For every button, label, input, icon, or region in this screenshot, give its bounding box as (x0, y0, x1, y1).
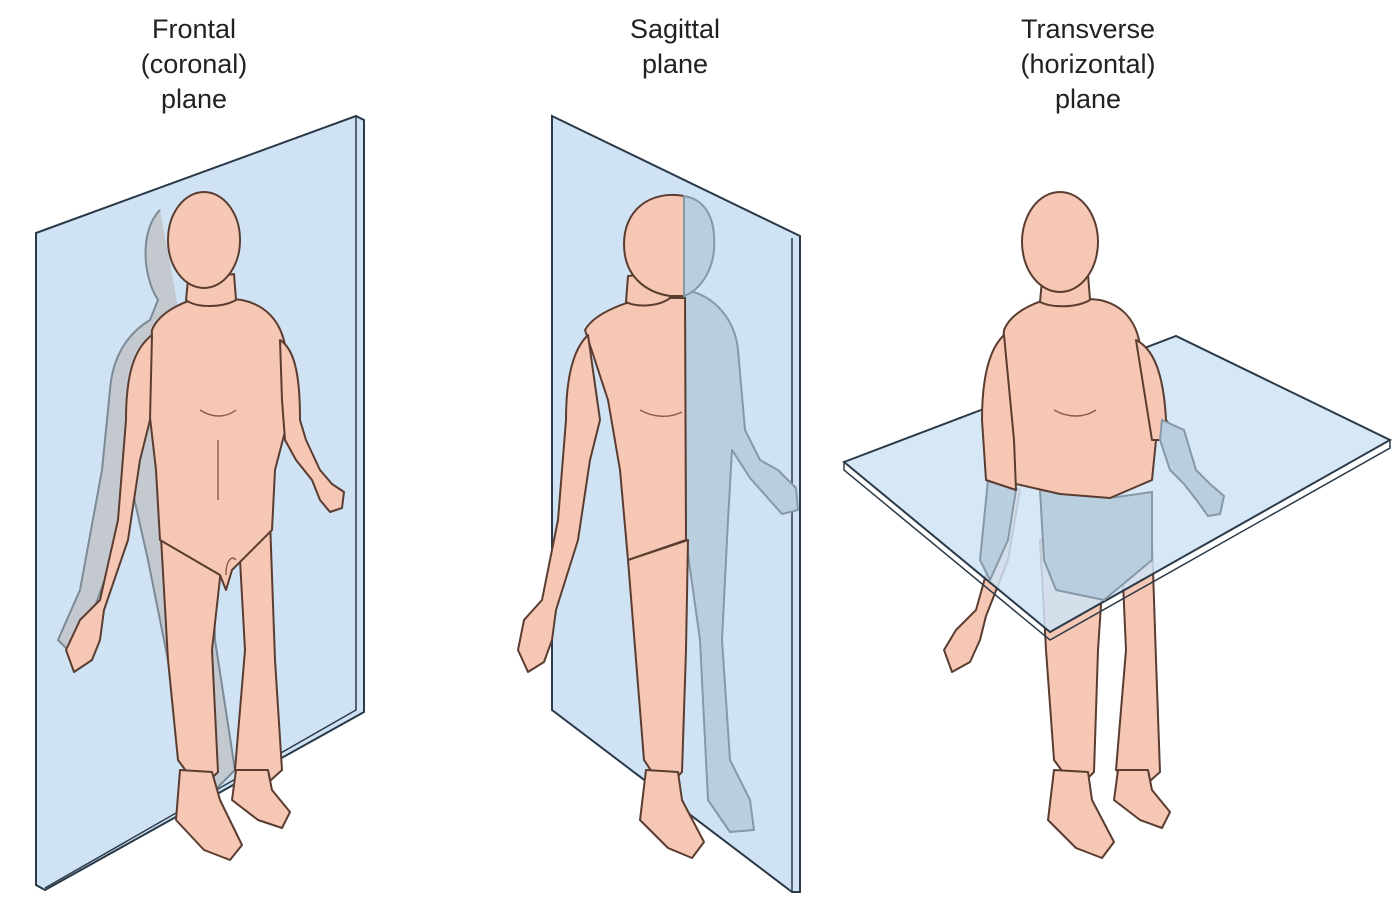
sagittal-ghost-half (684, 289, 799, 833)
sagittal-label-line-1: Sagittal (629, 14, 721, 44)
frontal-plane-label: Frontal (coronal) plane (94, 12, 294, 117)
transverse-plane-illustration (842, 191, 1393, 859)
frontal-label-line-1: Frontal (151, 14, 237, 44)
frontal-plane-illustration (35, 114, 365, 892)
transverse-label-line-1: Transverse (1020, 14, 1156, 44)
sagittal-plane-panel: Sagittal plane (460, 0, 860, 898)
frontal-label-line-3: plane (160, 84, 228, 114)
transverse-plane-label: Transverse (horizontal) plane (988, 12, 1188, 117)
transverse-plane-panel: Transverse (horizontal) plane (840, 0, 1396, 898)
sagittal-plane-illustration (517, 114, 801, 893)
sagittal-label-line-2: plane (641, 49, 709, 79)
frontal-label-line-2: (coronal) (140, 49, 248, 79)
transverse-label-line-2: (horizontal) (1020, 49, 1156, 79)
transverse-upper-body (981, 191, 1175, 499)
frontal-plane-panel: Frontal (coronal) plane (0, 0, 460, 898)
transverse-label-line-3: plane (1054, 84, 1122, 114)
sagittal-plane-label: Sagittal plane (575, 12, 775, 82)
transverse-ghost-segment (978, 478, 1153, 602)
sagittal-body-figure (517, 193, 705, 859)
